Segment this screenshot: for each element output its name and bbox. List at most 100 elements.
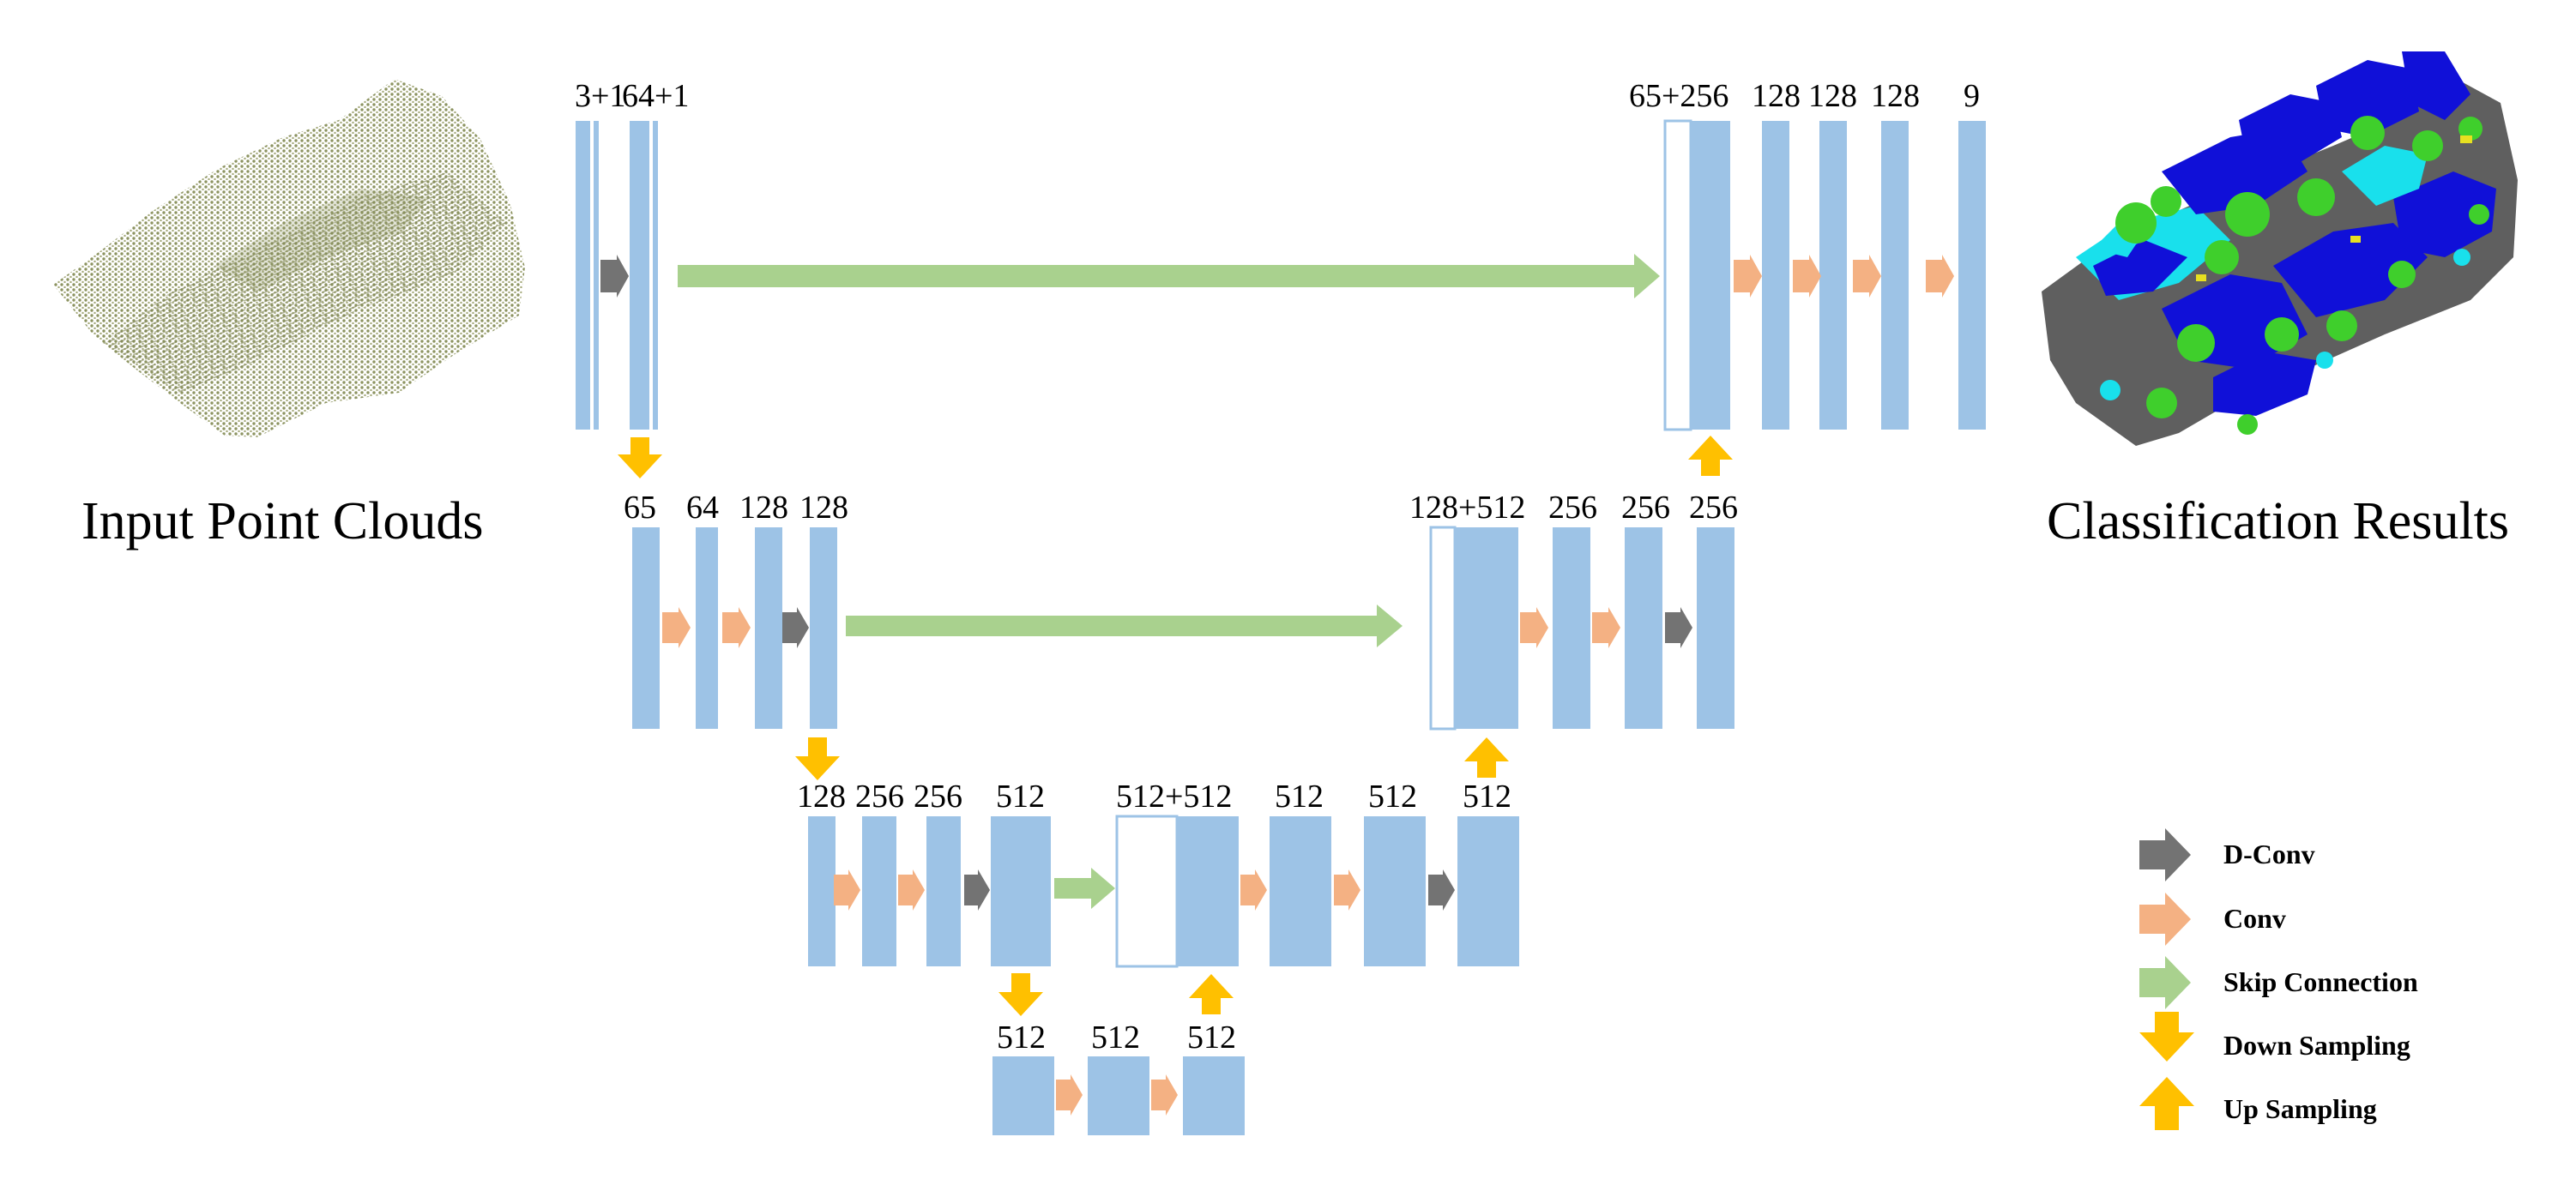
channel-label: 65+256 (1629, 78, 1728, 114)
conv-arrow (1592, 607, 1620, 648)
conv-arrow (834, 869, 860, 911)
yellow-up-arrow-icon (2139, 1077, 2194, 1130)
legend-label-d-conv: D-Conv (2223, 839, 2315, 869)
channel-label: 512 (1368, 779, 1417, 815)
down-sampling-arrow (618, 437, 662, 478)
feature-block (632, 527, 660, 729)
feature-block (810, 527, 837, 729)
feature-block (1270, 816, 1331, 966)
feature-block (653, 121, 658, 430)
feature-block (808, 816, 836, 966)
legend-label-up-sampling: Up Sampling (2223, 1093, 2377, 1124)
channel-label: 512+512 (1116, 779, 1232, 815)
conv-arrow (1056, 1074, 1083, 1116)
feature-block (1364, 816, 1426, 966)
feature-block (1553, 527, 1590, 729)
conv-arrow (1734, 255, 1762, 298)
conv-arrow (1926, 255, 1954, 298)
down-sampling-arrow (998, 973, 1043, 1016)
up-sampling-arrow (1688, 436, 1733, 476)
skip-concat-block (1115, 815, 1179, 968)
conv-arrow (1520, 607, 1548, 648)
level3-encoder: 128 256 256 512 (797, 779, 1051, 966)
green-right-arrow-icon (2139, 956, 2191, 1009)
feature-block (576, 121, 590, 430)
classification-results-image (2042, 51, 2518, 446)
feature-block (926, 816, 961, 966)
skip-connection-arrow (846, 605, 1403, 647)
channel-label: 128 (739, 490, 788, 526)
d-conv-arrow (1665, 607, 1692, 648)
level2-encoder: 65 64 128 128 (624, 490, 848, 729)
d-conv-arrow (964, 869, 990, 911)
feature-block (1691, 121, 1730, 430)
feature-block (630, 121, 649, 430)
channel-label: 128 (799, 490, 848, 526)
dark-gray-right-arrow-icon (2139, 828, 2191, 881)
d-conv-arrow (782, 607, 809, 648)
conv-arrow (1853, 255, 1881, 298)
feature-block (755, 527, 782, 729)
channel-label: 512 (1275, 779, 1324, 815)
conv-arrow (1240, 869, 1267, 911)
channel-label: 128 (1752, 78, 1801, 114)
channel-label: 512 (1463, 779, 1511, 815)
channel-label: 128+512 (1409, 490, 1525, 526)
channel-label: 512 (1091, 1020, 1140, 1056)
skip-connection-arrow (1054, 868, 1115, 909)
conv-arrow (1334, 869, 1360, 911)
feature-block (1625, 527, 1662, 729)
level2-decoder: 128+512 256 256 256 (1409, 490, 1738, 731)
conv-arrow (1793, 255, 1821, 298)
channel-label: 64+1 (622, 78, 689, 114)
feature-block (992, 1056, 1054, 1135)
level3-decoder: 512+512 512 512 512 (1115, 779, 1519, 968)
feature-block (862, 816, 896, 966)
channel-label: 256 (1548, 490, 1597, 526)
legend: D-Conv Conv Skip Connection Down Samplin… (2139, 828, 2418, 1130)
legend-label-down-sampling: Down Sampling (2223, 1030, 2410, 1061)
feature-block (1457, 816, 1519, 966)
skip-concat-block (1429, 526, 1457, 731)
channel-label: 9 (1964, 78, 1980, 114)
skip-concat-block (1663, 119, 1692, 431)
feature-block (1762, 121, 1789, 430)
level4-bottleneck: 512 512 512 (992, 1020, 1245, 1135)
feature-block (1819, 121, 1847, 430)
channel-label: 128 (1808, 78, 1857, 114)
channel-label: 512 (997, 1020, 1046, 1056)
yellow-down-arrow-icon (2139, 1012, 2194, 1062)
up-sampling-arrow (1464, 737, 1509, 778)
feature-block (1088, 1056, 1149, 1135)
d-conv-arrow (1428, 869, 1455, 911)
channel-label: 128 (797, 779, 846, 815)
feature-block (1177, 816, 1239, 966)
channel-label: 256 (1689, 490, 1738, 526)
up-sampling-arrow (1189, 974, 1234, 1014)
conv-arrow (1151, 1074, 1178, 1116)
channel-label: 512 (996, 779, 1045, 815)
feature-block (696, 527, 718, 729)
feature-block (1958, 121, 1986, 430)
legend-label-skip-connection: Skip Connection (2223, 966, 2418, 997)
channel-label: 65 (624, 490, 656, 526)
channel-label: 3+1 (575, 78, 625, 114)
skip-connection-arrow (678, 254, 1660, 298)
conv-arrow (898, 869, 925, 911)
channel-label: 512 (1187, 1020, 1236, 1056)
feature-block (1881, 121, 1909, 430)
d-conv-arrow (600, 255, 629, 298)
channel-label: 64 (686, 490, 719, 526)
feature-block (1183, 1056, 1245, 1135)
classification-results-title: Classification Results (2047, 492, 2509, 550)
channel-label: 128 (1871, 78, 1920, 114)
feature-block (991, 816, 1051, 966)
channel-label: 256 (914, 779, 962, 815)
feature-block (594, 121, 599, 430)
legend-label-conv: Conv (2223, 903, 2286, 934)
feature-block (1455, 527, 1518, 729)
feature-block (1697, 527, 1734, 729)
salmon-right-arrow-icon (2139, 893, 2191, 946)
input-point-clouds-title: Input Point Clouds (81, 492, 484, 550)
